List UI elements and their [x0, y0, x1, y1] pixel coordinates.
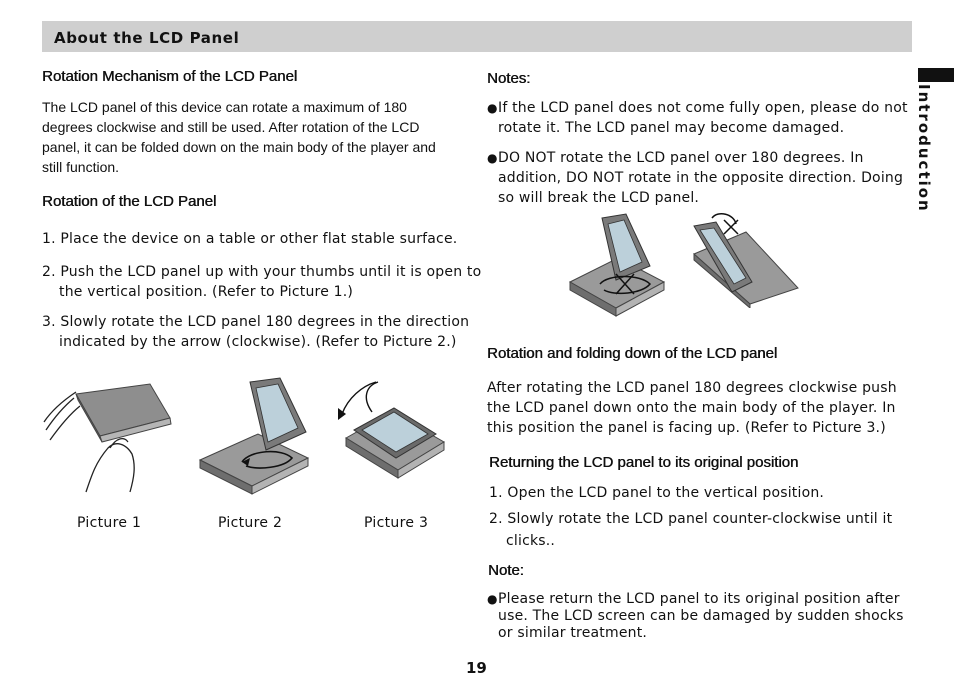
rotation-heading: Rotation of the LCD Panel	[42, 193, 217, 210]
mechanism-heading: Rotation Mechanism of the LCD Panel	[42, 68, 298, 85]
side-tab-marker	[918, 68, 954, 82]
note-item-final: ● Please return the LCD panel to its ori…	[487, 591, 912, 642]
bullet-dot: ●	[487, 592, 498, 606]
note-item-1-text: If the LCD panel does not come fully ope…	[498, 100, 908, 136]
picture-3-illustration	[338, 381, 445, 479]
fold-heading: Rotation and folding down of the LCD pan…	[487, 345, 778, 362]
caption-picture-3: Picture 3	[364, 515, 429, 531]
caption-picture-2: Picture 2	[218, 515, 283, 531]
picture-1-illustration	[43, 383, 172, 493]
return-step-1: 1. Open the LCD panel to the vertical po…	[489, 485, 825, 501]
step-3: 3. Slowly rotate the LCD panel 180 degre…	[42, 314, 470, 350]
return-heading: Returning the LCD panel to its original …	[489, 454, 799, 471]
step-2: 2. Push the LCD panel up with your thumb…	[42, 264, 482, 300]
notes-heading: Notes:	[487, 70, 531, 87]
note-item-2: ● DO NOT rotate the LCD panel over 180 d…	[487, 148, 908, 208]
bullet-dot: ●	[487, 151, 498, 165]
bullet-dot: ●	[487, 101, 498, 115]
warning-illustration-reverse-rotate	[693, 213, 799, 308]
note-item-2-text: DO NOT rotate the LCD panel over 180 deg…	[498, 150, 904, 206]
note-item-final-text: Please return the LCD panel to its origi…	[498, 591, 904, 641]
section-header-bar: About the LCD Panel	[42, 21, 912, 52]
section-title: About the LCD Panel	[54, 29, 240, 47]
side-tab-label: Introduction	[915, 84, 933, 213]
step-1: 1. Place the device on a table or other …	[42, 231, 458, 247]
fold-paragraph: After rotating the LCD panel 180 degrees…	[487, 380, 897, 436]
page-number: 19	[466, 659, 487, 677]
mechanism-paragraph: The LCD panel of this device can rotate …	[42, 99, 436, 175]
picture-2-illustration	[198, 377, 310, 495]
warning-illustration-over-rotate	[568, 213, 666, 317]
note-heading: Note:	[488, 562, 524, 579]
return-step-2: 2. Slowly rotate the LCD panel counter-c…	[489, 511, 893, 549]
note-item-1: ● If the LCD panel does not come fully o…	[487, 98, 908, 138]
caption-picture-1: Picture 1	[77, 515, 142, 531]
